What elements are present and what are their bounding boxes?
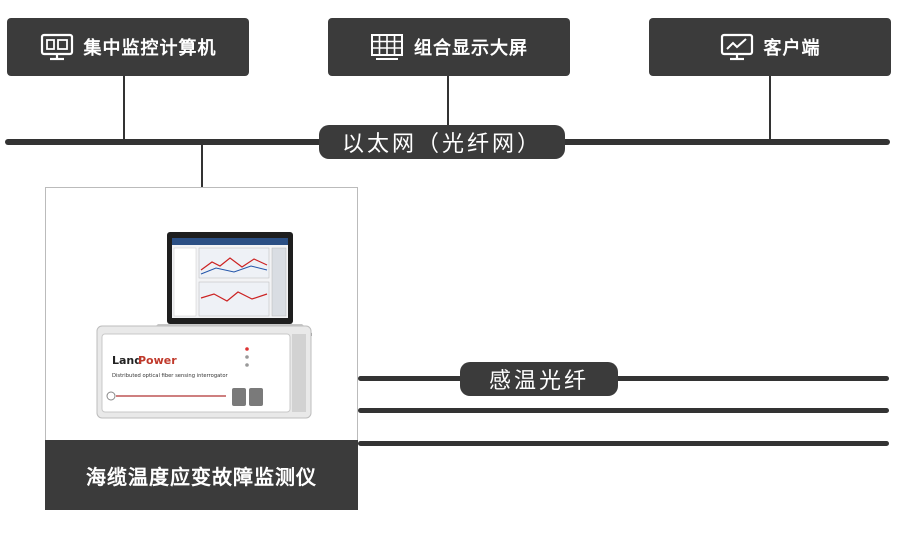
ethernet-label: 以太网（光纤网） — [319, 125, 565, 159]
device-subtitle: Distributed optical fiber sensing interr… — [112, 373, 229, 379]
brand-logo-power: Power — [138, 354, 177, 367]
brand-logo-land: Land — [112, 354, 142, 367]
client-label: 客户端 — [763, 38, 821, 59]
device-label: 海缆温度应变故障监测仪 — [45, 440, 358, 510]
connector-client — [769, 76, 771, 142]
interrogator-chassis — [96, 325, 312, 419]
combined-display-wall-node: 组合显示大屏 — [328, 18, 570, 76]
computer-monitor-icon — [40, 33, 74, 61]
connector-display-wall — [447, 76, 449, 130]
connector-device — [201, 142, 203, 187]
connector-computer — [123, 76, 125, 142]
laptop — [148, 232, 312, 336]
sensing-fiber-line-1 — [358, 376, 889, 381]
combined-display-wall-label: 组合显示大屏 — [414, 38, 528, 59]
device-illustration: Land Power Distributed optical fiber sen… — [96, 232, 312, 419]
video-wall-icon — [370, 33, 404, 61]
sensing-fiber-line-3 — [358, 441, 889, 446]
central-monitoring-computer-label: 集中监控计算机 — [83, 38, 217, 59]
client-node: 客户端 — [649, 18, 891, 76]
sensing-fiber-line-2 — [358, 408, 889, 413]
monitor-chart-icon — [720, 33, 754, 61]
central-monitoring-computer-node: 集中监控计算机 — [7, 18, 249, 76]
sensing-fiber-label: 感温光纤 — [460, 362, 618, 396]
